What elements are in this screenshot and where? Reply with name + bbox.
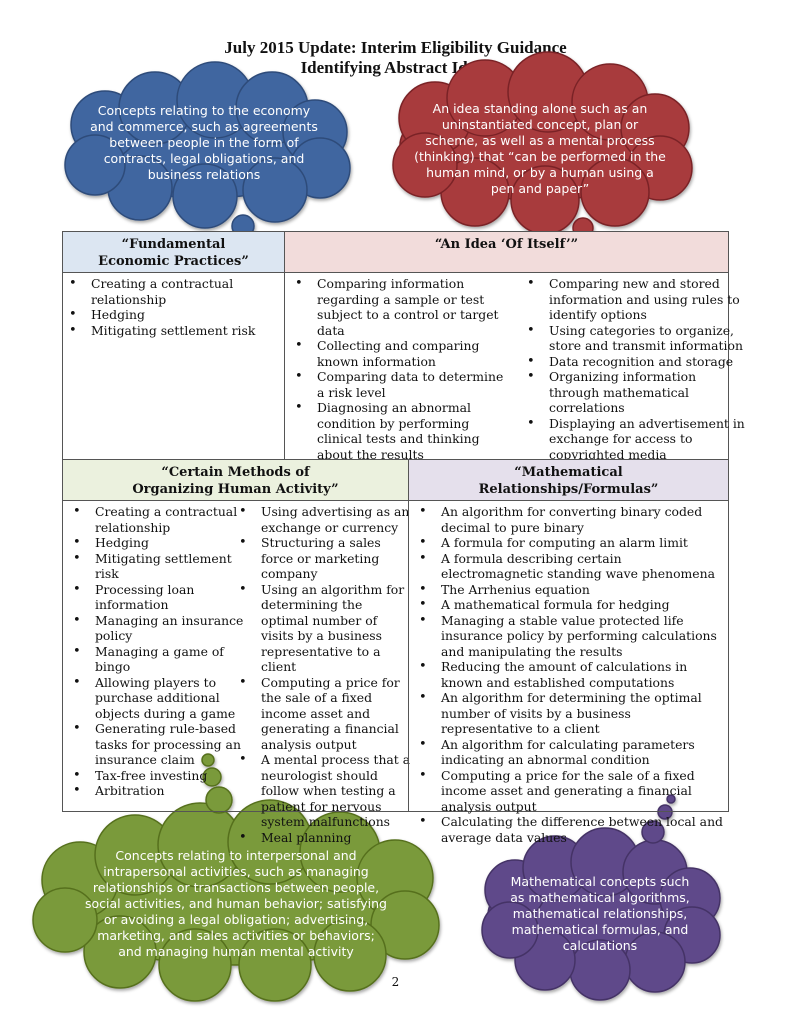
mathematical-relationships-cell: An algorithm for converting binary coded… [408,500,729,845]
list-item: Managing an insurance policy [73,613,245,644]
list-item: Managing a stable value protected life i… [419,613,724,660]
list-item: Using an algorithm for determining the o… [239,582,411,675]
human-list-col1: Creating a contractual relationshipHedgi… [67,504,245,799]
list-item: Data recognition and storage [527,354,749,370]
list-item: Reducing the amount of calculations in k… [419,659,724,690]
list-item: Meal planning [239,830,411,846]
list-item: Calculating the difference between local… [419,814,724,845]
abstract-ideas-table: “Fundamental Economic Practices” “An Ide… [62,231,745,845]
list-item: An algorithm for calculating parameters … [419,737,724,768]
math-cloud [481,794,721,1001]
list-item: Mitigating settlement risk [69,323,284,339]
header-math-line2: Relationships/Formulas” [478,482,659,497]
list-item: Comparing information regarding a sample… [295,276,513,338]
header-human-line1: “Certain Methods of [161,465,310,480]
list-item: Comparing new and stored information and… [527,276,749,323]
list-item: Hedging [69,307,284,323]
list-item: A formula describing certain electromagn… [419,551,724,582]
header-economic-line2: Economic Practices” [98,254,249,269]
header-idea-of-itself: “An Idea ‘Of Itself’” [284,231,729,273]
list-item: A mental process that a neurologist shou… [239,752,411,830]
human-cloud-text: Concepts relating to interpersonal and i… [85,848,387,959]
header-organizing-human-activity: “Certain Methods of Organizing Human Act… [62,459,409,501]
list-item: Hedging [73,535,245,551]
idea-of-itself-cell: Comparing information regarding a sample… [284,272,745,493]
header-economic-practices: “Fundamental Economic Practices” [62,231,285,273]
list-item: Managing a game of bingo [73,644,245,675]
list-item: Structuring a sales force or marketing c… [239,535,411,582]
list-item: Creating a contractual relationship [69,276,284,307]
idea-list-col2: Comparing new and stored information and… [521,276,749,462]
page-title-line2: Identifying Abstract Ideas [300,58,491,77]
list-item: Processing loan information [73,582,245,613]
header-economic-line1: “Fundamental [121,237,226,252]
economy-cloud-text: Concepts relating to the economy and com… [90,103,318,182]
header-human-line2: Organizing Human Activity” [132,482,339,497]
header-math-line1: “Mathematical [514,465,623,480]
list-item: Generating rule-based tasks for processi… [73,721,245,768]
math-list: An algorithm for converting binary coded… [413,504,724,845]
list-item: Allowing players to purchase additional … [73,675,245,722]
list-item: Organizing information through mathemati… [527,369,749,416]
list-item: Computing a price for the sale of a fixe… [239,675,411,753]
list-item: Collecting and comparing known informati… [295,338,513,369]
idea-list-col1: Comparing information regarding a sample… [289,276,513,493]
page-number: 2 [391,975,400,989]
list-item: Tax-free investing [73,768,245,784]
list-item: The Arrhenius equation [419,582,724,598]
human-list-col2: Using advertising as an exchange or curr… [233,504,411,845]
idea-cloud [392,51,693,265]
list-item: Computing a price for the sale of a fixe… [419,768,724,815]
list-item: Using categories to organize, store and … [527,323,749,354]
list-item: An algorithm for determining the optimal… [419,690,724,737]
header-idea-line1: “An Idea ‘Of Itself’” [434,237,579,252]
header-mathematical-relationships: “Mathematical Relationships/Formulas” [408,459,729,501]
math-cloud-text: Mathematical concepts such as mathematic… [510,874,690,953]
list-item: Creating a contractual relationship [73,504,245,535]
list-item: Mitigating settlement risk [73,551,245,582]
list-item: Using advertising as an exchange or curr… [239,504,411,535]
list-item: Displaying an advertisement in exchange … [527,416,749,463]
list-item: An algorithm for converting binary coded… [419,504,724,535]
organizing-human-activity-cell: Creating a contractual relationshipHedgi… [62,500,410,845]
list-item: A mathematical formula for hedging [419,597,724,613]
page-title-line1: July 2015 Update: Interim Eligibility Gu… [224,38,567,57]
list-item: Diagnosing an abnormal condition by perf… [295,400,513,462]
idea-cloud-text: An idea standing alone such as an uninst… [414,101,666,196]
economic-practices-list: Creating a contractual relationshipHedgi… [63,273,284,338]
list-item: Comparing data to determine a risk level [295,369,513,400]
economy-cloud [64,61,351,265]
list-item: A formula for computing an alarm limit [419,535,724,551]
economic-practices-cell: Creating a contractual relationshipHedgi… [62,272,285,460]
list-item: Arbitration [73,783,245,799]
